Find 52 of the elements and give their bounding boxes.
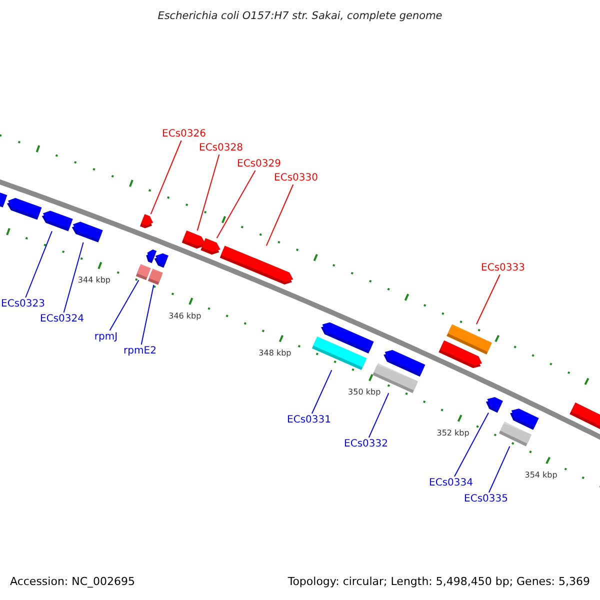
gene-block: [6, 198, 42, 220]
gene-block: [0, 191, 8, 208]
leader-line: [454, 412, 489, 477]
leader-line: [196, 154, 220, 232]
footer-text: Accession: NC_002695: [10, 575, 136, 588]
scale-label: 350 kbp: [348, 388, 381, 397]
gene-block: [570, 402, 600, 430]
leader-line: [311, 370, 332, 414]
gene-label: ECs0331: [287, 414, 331, 426]
gene-block: [72, 222, 103, 242]
gene-block: [220, 246, 294, 284]
gene-block: [384, 350, 426, 377]
leader-line: [476, 274, 500, 325]
gene-label: rpmE2: [124, 346, 156, 356]
footer-text: Topology: circular; Length: 5,498,450 bp; Genes: 5,369: [288, 575, 590, 588]
leader-line: [25, 230, 52, 298]
leader-line: [109, 280, 140, 331]
leader-line: [216, 170, 256, 239]
gene-bar: [446, 324, 492, 355]
leader-line: [150, 140, 182, 215]
scale-label: 352 kbp: [436, 428, 470, 438]
gene-label: ECs0324: [40, 314, 84, 324]
gene-label: ECs0334: [429, 478, 473, 488]
gene-block: [140, 214, 154, 228]
gene-block: [486, 397, 503, 413]
gene-bar: [148, 268, 163, 285]
gene-block: [200, 238, 220, 255]
gene-label: ECs0332: [344, 438, 388, 450]
scale-label: 348 kbp: [258, 348, 292, 358]
scale-label: 344 kbp: [78, 276, 110, 285]
gene-block: [154, 253, 168, 268]
leader-line: [140, 284, 154, 345]
gene-label: ECs0333: [481, 262, 525, 274]
gene-label: ECs0329: [237, 158, 281, 170]
gene-label: ECs0323: [1, 298, 45, 310]
leader-line: [488, 446, 510, 493]
gene-block: [321, 322, 374, 354]
gene-label: ECs0335: [464, 494, 508, 504]
gene-label: rpmJ: [94, 332, 118, 342]
gene-block: [146, 250, 157, 264]
gene-label: ECs0326: [162, 128, 206, 140]
scale-label: 354 kbp: [524, 470, 558, 480]
title: Escherichia coli O157:H7 str. Sakai, complete genome: [156, 10, 444, 22]
gene-block: [42, 210, 73, 232]
gene-label: ECs0330: [274, 172, 318, 184]
gene-label: ECs0328: [199, 142, 243, 154]
leader-line: [63, 242, 84, 313]
leader-line: [368, 392, 390, 438]
leader-line: [266, 184, 294, 246]
scale-label: 346 kbp: [168, 312, 202, 321]
gene-bar: [136, 264, 151, 280]
gene-block: [510, 408, 539, 430]
